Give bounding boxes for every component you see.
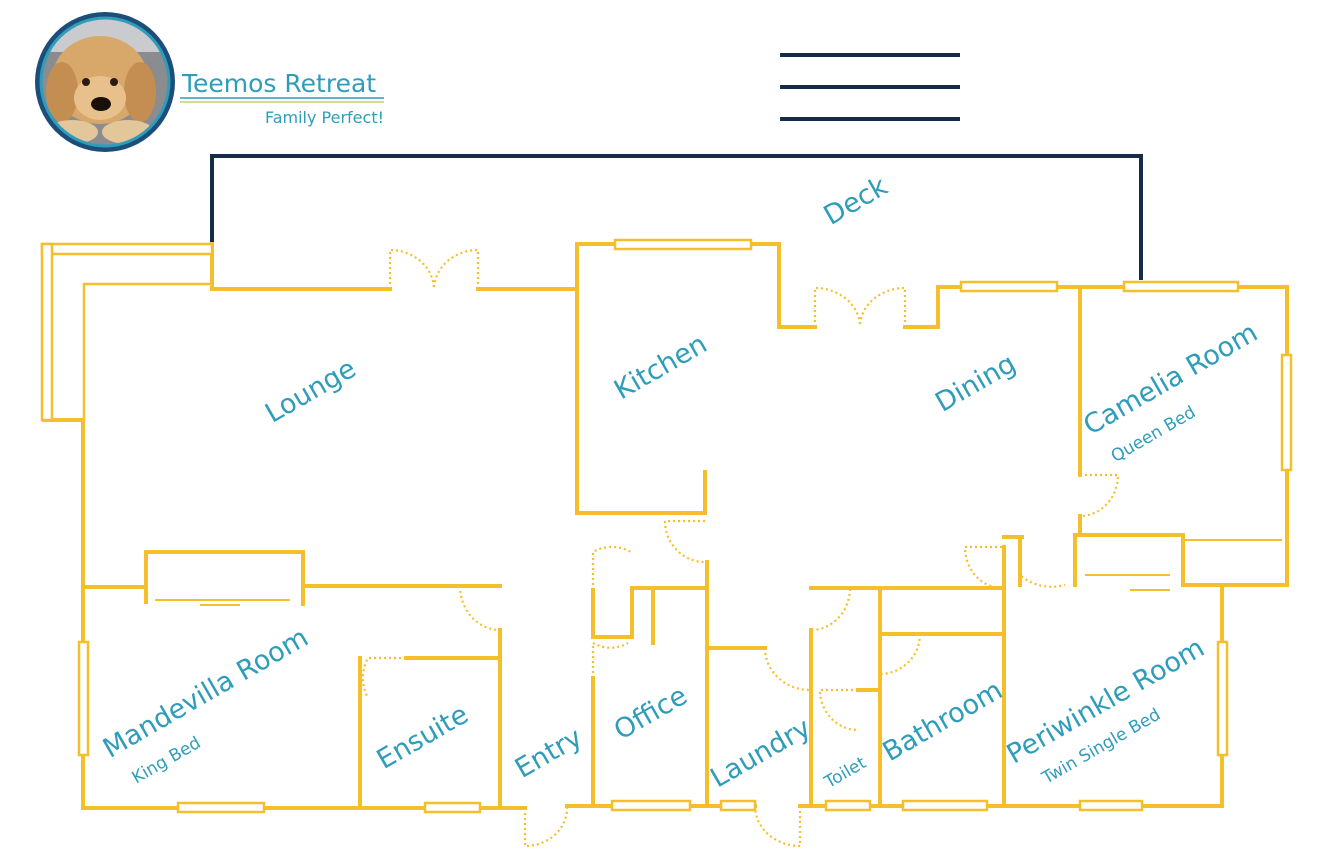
room-labels: Deck Lounge Kitchen Dining Camelia Room … xyxy=(98,171,1263,795)
room-label-mandevilla: Mandevilla Room xyxy=(98,622,314,764)
room-label-entry: Entry xyxy=(510,722,588,785)
windows xyxy=(40,238,1293,814)
hamburger-menu-icon[interactable] xyxy=(775,45,965,130)
room-label-lounge: Lounge xyxy=(260,353,361,429)
room-label-ensuite: Ensuite xyxy=(372,699,474,776)
room-label-bathroom: Bathroom xyxy=(878,675,1008,768)
room-label-dining: Dining xyxy=(930,348,1021,418)
deck-outline xyxy=(210,154,1143,280)
doors xyxy=(361,248,1120,848)
room-label-office: Office xyxy=(609,680,693,746)
room-label-kitchen: Kitchen xyxy=(609,329,712,407)
brand-tagline: Family Perfect! xyxy=(265,108,384,127)
room-label-deck: Deck xyxy=(819,171,894,232)
brand-title: Teemos Retreat xyxy=(181,69,376,98)
room-label-toilet: Toilet xyxy=(820,753,870,793)
brand-logo[interactable]: Teemos Retreat Family Perfect! xyxy=(35,12,384,152)
room-label-laundry: Laundry xyxy=(705,712,816,794)
